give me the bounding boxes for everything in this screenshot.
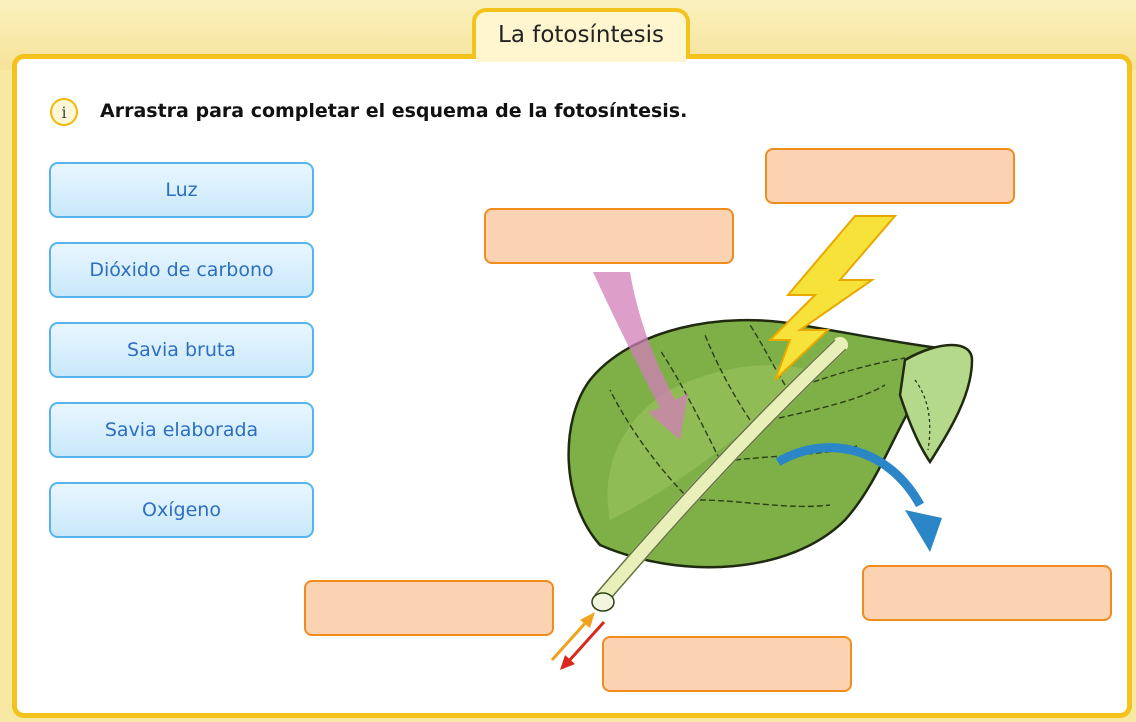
pink-arrow-icon — [593, 272, 688, 440]
drop-zone-bottom-center[interactable] — [602, 636, 852, 692]
option-label: Savia bruta — [127, 339, 236, 361]
lightning-bolt-icon — [767, 215, 898, 381]
drop-zone-bottom-right[interactable] — [862, 565, 1112, 621]
option-label: Luz — [165, 179, 198, 201]
leaf-illustration — [550, 215, 974, 670]
tab-title: La fotosíntesis — [498, 22, 664, 48]
info-icon: i — [50, 98, 78, 126]
instruction-text: Arrastra para completar el esquema de la… — [100, 100, 688, 122]
option-oxigeno[interactable]: Oxígeno — [49, 482, 314, 538]
blue-arrow-icon — [775, 443, 924, 508]
option-savia-elaborada[interactable]: Savia elaborada — [49, 402, 314, 458]
tab-la-fotosintesis[interactable]: La fotosíntesis — [472, 8, 690, 58]
drop-zone-bottom-left[interactable] — [304, 580, 554, 636]
sap-arrows-icon — [550, 612, 606, 670]
drop-zone-top-right[interactable] — [765, 148, 1015, 204]
option-dioxido-de-carbono[interactable]: Dióxido de carbono — [49, 242, 314, 298]
option-label: Dióxido de carbono — [89, 259, 274, 281]
tab-connector — [476, 52, 686, 62]
option-label: Oxígeno — [142, 499, 221, 521]
option-savia-bruta[interactable]: Savia bruta — [49, 322, 314, 378]
option-luz[interactable]: Luz — [49, 162, 314, 218]
option-label: Savia elaborada — [104, 419, 259, 441]
drop-zone-top-left[interactable] — [484, 208, 734, 264]
